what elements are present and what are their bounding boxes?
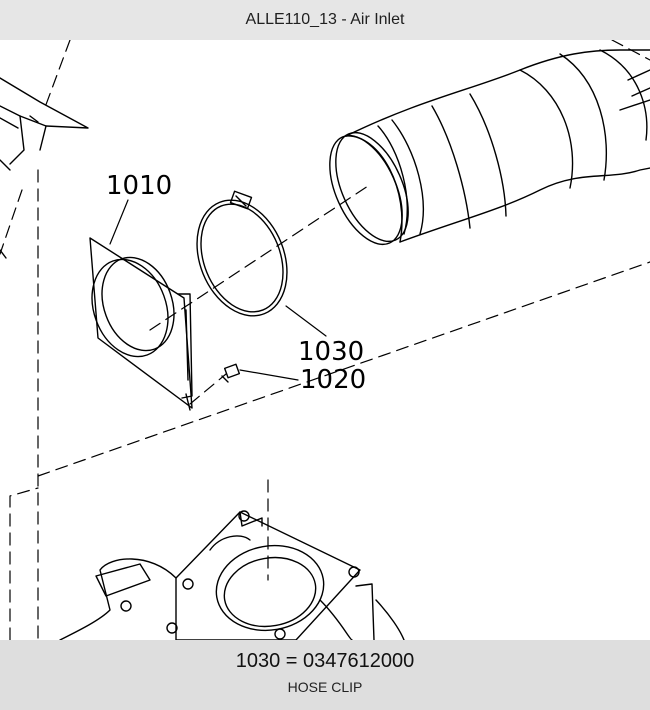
callout-1010[interactable]: 1010: [106, 171, 172, 201]
part-number-line: 1030 = 0347612000: [235, 650, 415, 672]
exploded-view-diagram: 1010 1030 1020: [0, 40, 650, 640]
hose-clip-part: [196, 190, 288, 317]
assembly-lines: [0, 40, 650, 640]
leader-lines: [109, 199, 327, 381]
part-info-panel: 1030 = 0347612000 HOSE CLIP: [0, 640, 650, 710]
throttle-body-part: [59, 510, 405, 640]
page-title: ALLE110_13 - Air Inlet: [245, 11, 405, 28]
screw-part: [221, 363, 241, 383]
diagram-canvas[interactable]: 1010 1030 1020: [0, 40, 650, 640]
title-bar: ALLE110_13 - Air Inlet: [0, 0, 650, 40]
part-description: HOSE CLIP: [287, 679, 363, 695]
air-inlet-elbow: [329, 49, 650, 246]
flange-plate-part: [89, 237, 193, 411]
callout-1030[interactable]: 1030: [298, 337, 364, 367]
callout-1020[interactable]: 1020: [300, 365, 366, 395]
bracket-part: [0, 77, 89, 259]
